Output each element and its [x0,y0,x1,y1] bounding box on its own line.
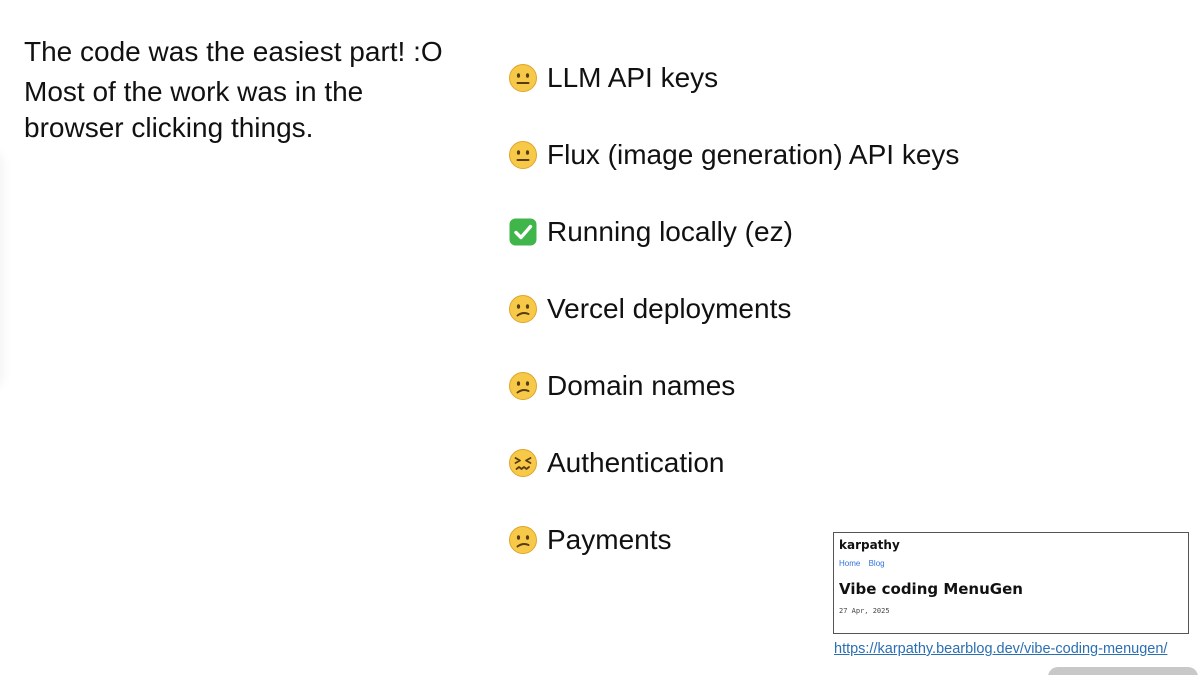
blog-nav-home[interactable]: Home [839,559,861,568]
checklist-item-domain-names: Domain names [508,366,1148,406]
checklist-label: Domain names [547,370,736,401]
edge-shadow [0,150,6,390]
checklist-item-vercel-deployments: Vercel deployments [508,289,1148,329]
check-mark-icon [509,218,537,246]
intro-text: The code was the easiest part! :O Most o… [24,34,494,146]
overlay-control [1048,667,1198,675]
blog-nav: Home Blog [839,559,1183,569]
task-checklist: LLM API keys Flux (image generation) API… [508,58,1148,597]
blog-post-title: Vibe coding MenuGen [839,580,1023,598]
checklist-label: Authentication [547,447,725,478]
checklist-item-payments: Payments [508,520,1148,560]
checklist-item-running-locally: Running locally (ez) [508,212,1148,252]
intro-line-1: The code was the easiest part! :O [24,36,443,67]
neutral-face-icon [509,64,537,92]
blog-nav-blog[interactable]: Blog [868,559,885,568]
neutral-face-icon [509,141,537,169]
checklist-label: Vercel deployments [547,293,792,324]
blog-post-date: 27 Apr, 2025 [839,607,890,615]
checklist-label: Running locally (ez) [547,216,793,247]
blog-site-name: karpathy [839,538,900,552]
checklist-label: Payments [547,524,672,555]
intro-line-2b: browser clicking things. [24,112,314,143]
confused-face-icon [509,295,537,323]
checklist-item-llm-api-keys: LLM API keys [508,58,1148,98]
confused-face-icon [509,372,537,400]
blog-url-link[interactable]: https://karpathy.bearblog.dev/vibe-codin… [834,641,1168,657]
checklist-label: LLM API keys [547,62,719,93]
checklist-label: Flux (image generation) API keys [547,139,960,170]
checklist-item-flux-api-keys: Flux (image generation) API keys [508,135,1148,175]
confused-face-icon [509,526,537,554]
blog-preview-card[interactable]: karpathy Home Blog Vibe coding MenuGen 2… [833,532,1189,634]
intro-line-2a: Most of the work was in the [24,76,364,107]
confounded-face-icon [509,449,537,477]
checklist-item-authentication: Authentication [508,443,1148,483]
